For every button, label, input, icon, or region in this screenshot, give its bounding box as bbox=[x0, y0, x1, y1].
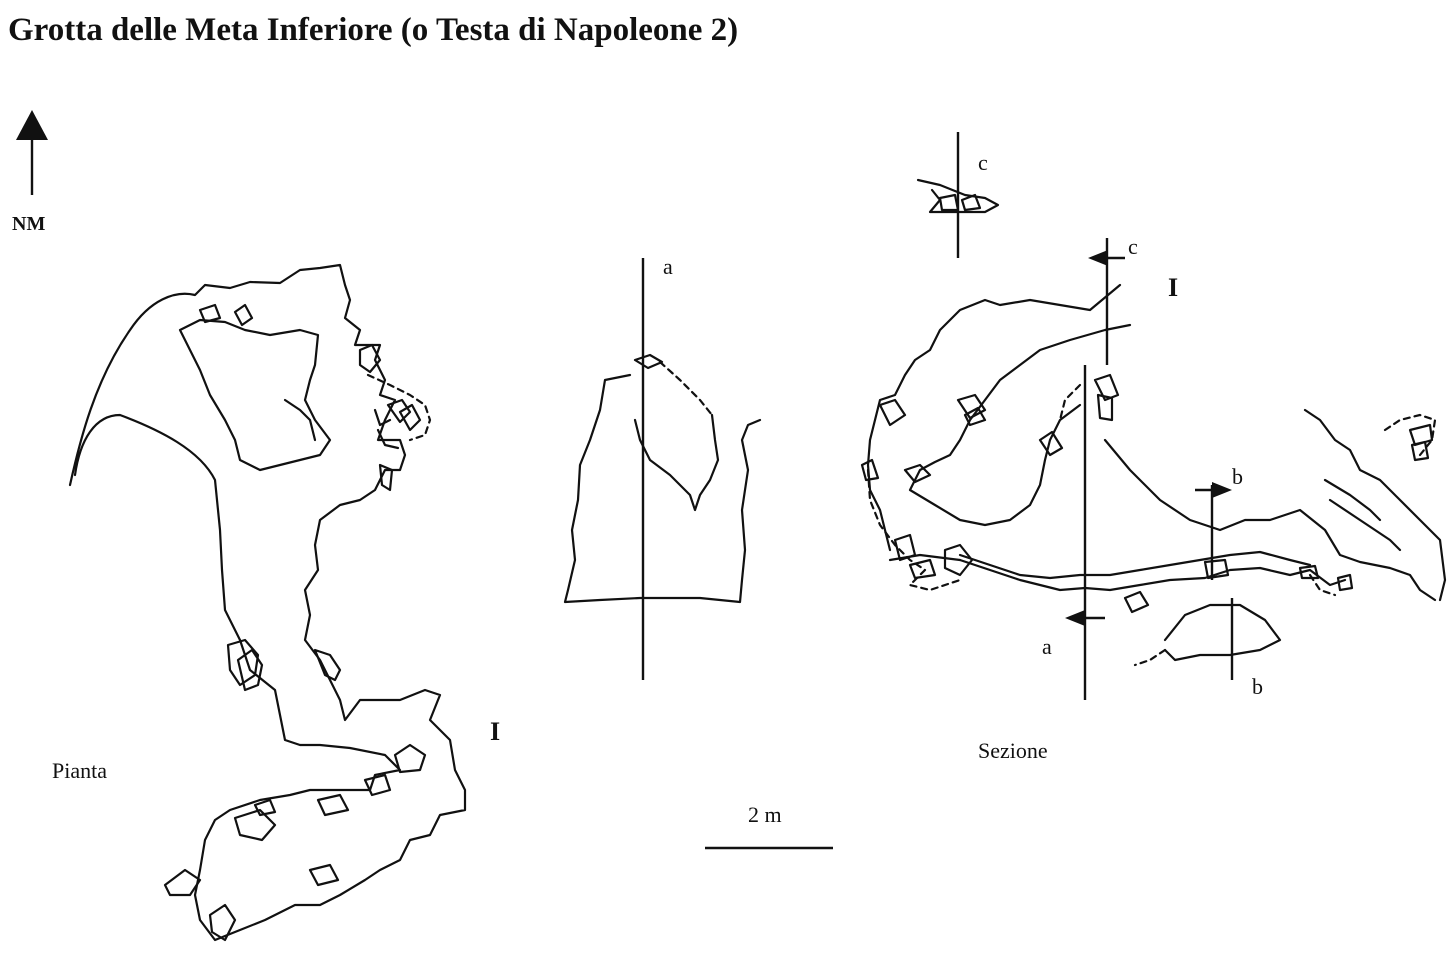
section-outline bbox=[860, 238, 1447, 700]
north-arrow-icon bbox=[16, 110, 48, 195]
section-marker-c-label: c bbox=[1128, 234, 1138, 259]
section-marker-b-label: b bbox=[1232, 464, 1243, 489]
cross-section-a-label: a bbox=[663, 254, 673, 279]
cross-section-c-label: c bbox=[978, 150, 988, 175]
section-marker-a-icon bbox=[1065, 610, 1105, 626]
plan-entrance-label: I bbox=[490, 717, 500, 746]
cross-section-b bbox=[1133, 598, 1282, 680]
survey-title: Grotta delle Meta Inferiore (o Testa di … bbox=[8, 12, 738, 48]
cross-section-b-label: b bbox=[1252, 674, 1263, 699]
plan-label: Pianta bbox=[52, 758, 107, 783]
section-marker-b-icon bbox=[1195, 482, 1232, 498]
cross-section-c bbox=[916, 132, 1000, 258]
plan-outline bbox=[68, 263, 467, 942]
section-label: Sezione bbox=[978, 738, 1048, 763]
section-marker-a-label: a bbox=[1042, 634, 1052, 659]
north-label: NM bbox=[12, 213, 45, 235]
scale-bar-label: 2 m bbox=[748, 802, 782, 827]
section-entrance-label: I bbox=[1168, 273, 1178, 302]
section-marker-c-icon bbox=[1088, 250, 1125, 266]
cross-section-a bbox=[563, 258, 762, 680]
